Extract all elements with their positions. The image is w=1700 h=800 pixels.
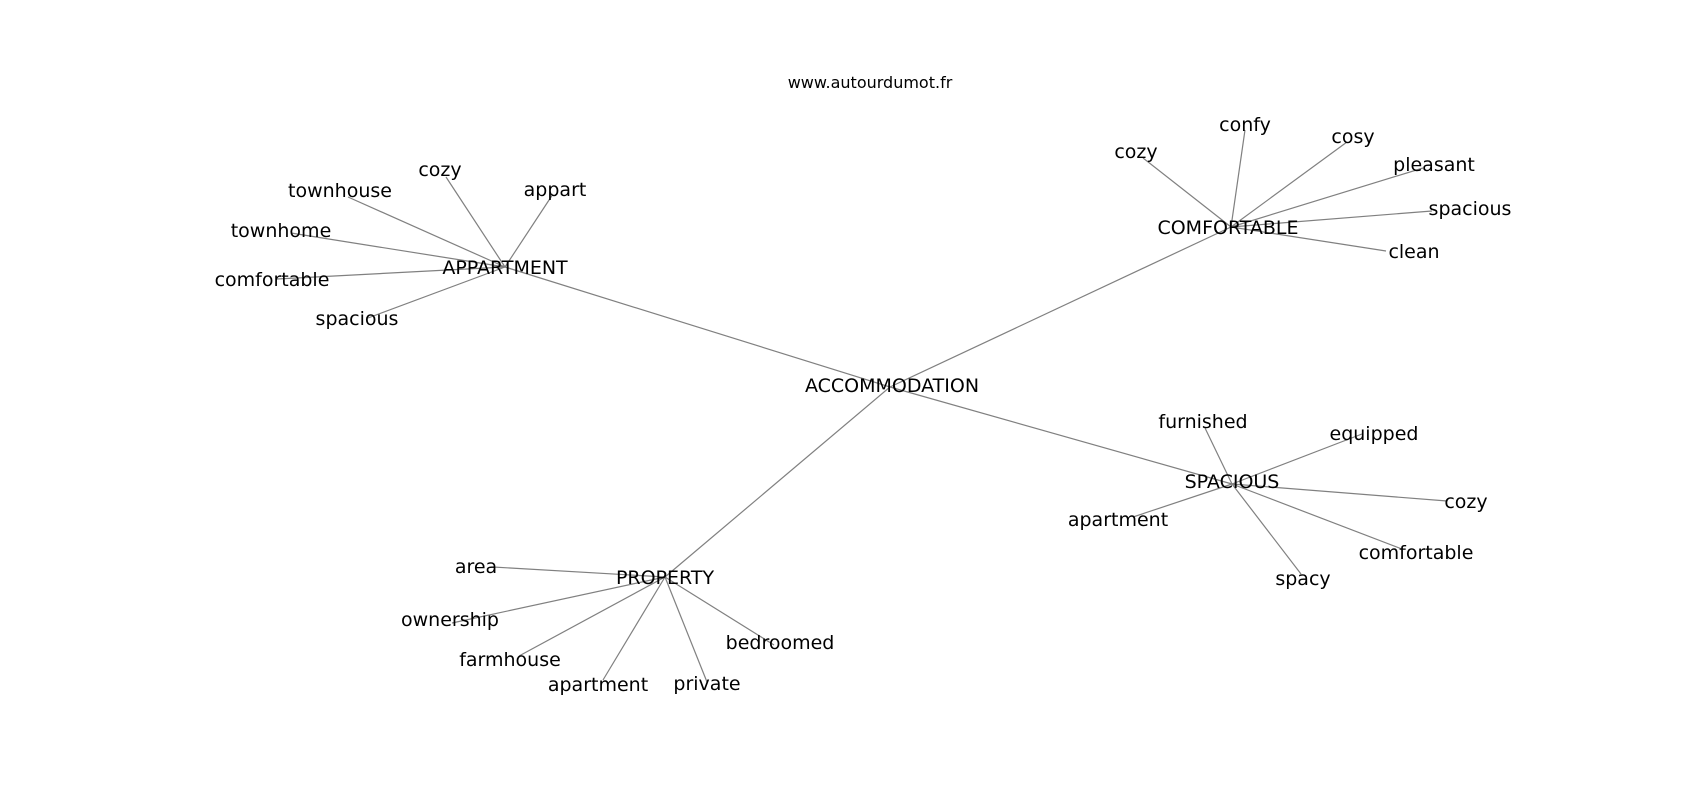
word-label-property-apartment: apartment (548, 674, 648, 696)
edge-property-to-ownership (451, 576, 666, 624)
word-label-appartment-appart: appart (524, 179, 587, 201)
word-label-appartment-townhome: townhome (231, 220, 332, 242)
edge-property-to-private (664, 576, 708, 683)
edge-comfortable-to-confy (1230, 129, 1246, 228)
edge-comfortable-to-pleasant (1230, 167, 1424, 228)
word-label-comfortable-cosy: cosy (1331, 126, 1374, 148)
word-label-appartment-townhouse: townhouse (288, 180, 392, 202)
edge-spacious-to-furnished (1204, 427, 1233, 485)
edge-property-to-farmhouse (518, 576, 666, 657)
edge-comfortable-to-spacious (1230, 210, 1433, 228)
word-label-spacious-cozy: cozy (1444, 491, 1487, 513)
word-label-spacious-equipped: equipped (1330, 423, 1419, 445)
word-label-property-private: private (673, 673, 740, 695)
edges-layer (276, 129, 1448, 683)
edge-comfortable-to-cozy (1142, 157, 1232, 228)
edge-root-to-spacious (889, 386, 1233, 485)
word-label-comfortable-spacious: spacious (1429, 198, 1512, 220)
edge-spacious-to-comfortable (1231, 483, 1403, 550)
edge-property-to-bedroomed (664, 576, 775, 646)
edge-appartment-to-townhome (290, 232, 506, 268)
edge-appartment-to-spacious (367, 266, 506, 319)
edge-appartment-to-cozy (445, 176, 506, 268)
edge-property-to-area (492, 566, 666, 578)
edge-appartment-to-townhouse (347, 196, 506, 268)
edge-property-to-apartment (602, 576, 666, 681)
word-label-comfortable-clean: clean (1388, 241, 1439, 263)
word-label-appartment-cozy: cozy (418, 159, 461, 181)
labels-layer: www.autourdumot.fr ACCOMMODATION APPARTM… (215, 73, 1512, 696)
word-label-spacious-comfortable: comfortable (1359, 542, 1474, 564)
edge-spacious-to-apartment (1132, 483, 1233, 518)
edge-root-to-property (664, 386, 891, 578)
root-node-label: ACCOMMODATION (805, 375, 979, 397)
edge-appartment-to-appart (504, 193, 554, 268)
cluster-label-spacious: SPACIOUS (1185, 471, 1280, 493)
edge-appartment-to-comfortable (276, 266, 506, 280)
cluster-label-comfortable: COMFORTABLE (1157, 217, 1298, 239)
word-label-appartment-spacious: spacious (316, 308, 399, 330)
edge-spacious-to-equipped (1231, 433, 1363, 485)
edge-comfortable-to-clean (1230, 226, 1387, 252)
word-label-property-bedroomed: bedroomed (726, 632, 835, 654)
word-label-property-ownership: ownership (401, 609, 499, 631)
word-label-property-farmhouse: farmhouse (459, 649, 561, 671)
edge-root-to-comfortable (889, 226, 1232, 388)
word-label-property-area: area (455, 556, 497, 578)
cluster-label-appartment: APPARTMENT (442, 257, 568, 279)
word-label-spacious-apartment: apartment (1068, 509, 1168, 531)
cluster-label-property: PROPERTY (616, 567, 715, 589)
edge-spacious-to-cozy (1231, 483, 1448, 502)
edge-spacious-to-spacy (1231, 483, 1302, 575)
word-label-comfortable-confy: confy (1219, 114, 1271, 136)
word-label-appartment-comfortable: comfortable (215, 269, 330, 291)
word-label-comfortable-cozy: cozy (1114, 141, 1157, 163)
word-label-spacious-furnished: furnished (1158, 411, 1247, 433)
word-label-spacious-spacy: spacy (1275, 568, 1330, 590)
edge-root-to-appartment (504, 266, 891, 388)
source-site-label: www.autourdumot.fr (788, 73, 953, 92)
word-label-comfortable-pleasant: pleasant (1393, 154, 1475, 176)
edge-comfortable-to-cosy (1230, 141, 1348, 228)
